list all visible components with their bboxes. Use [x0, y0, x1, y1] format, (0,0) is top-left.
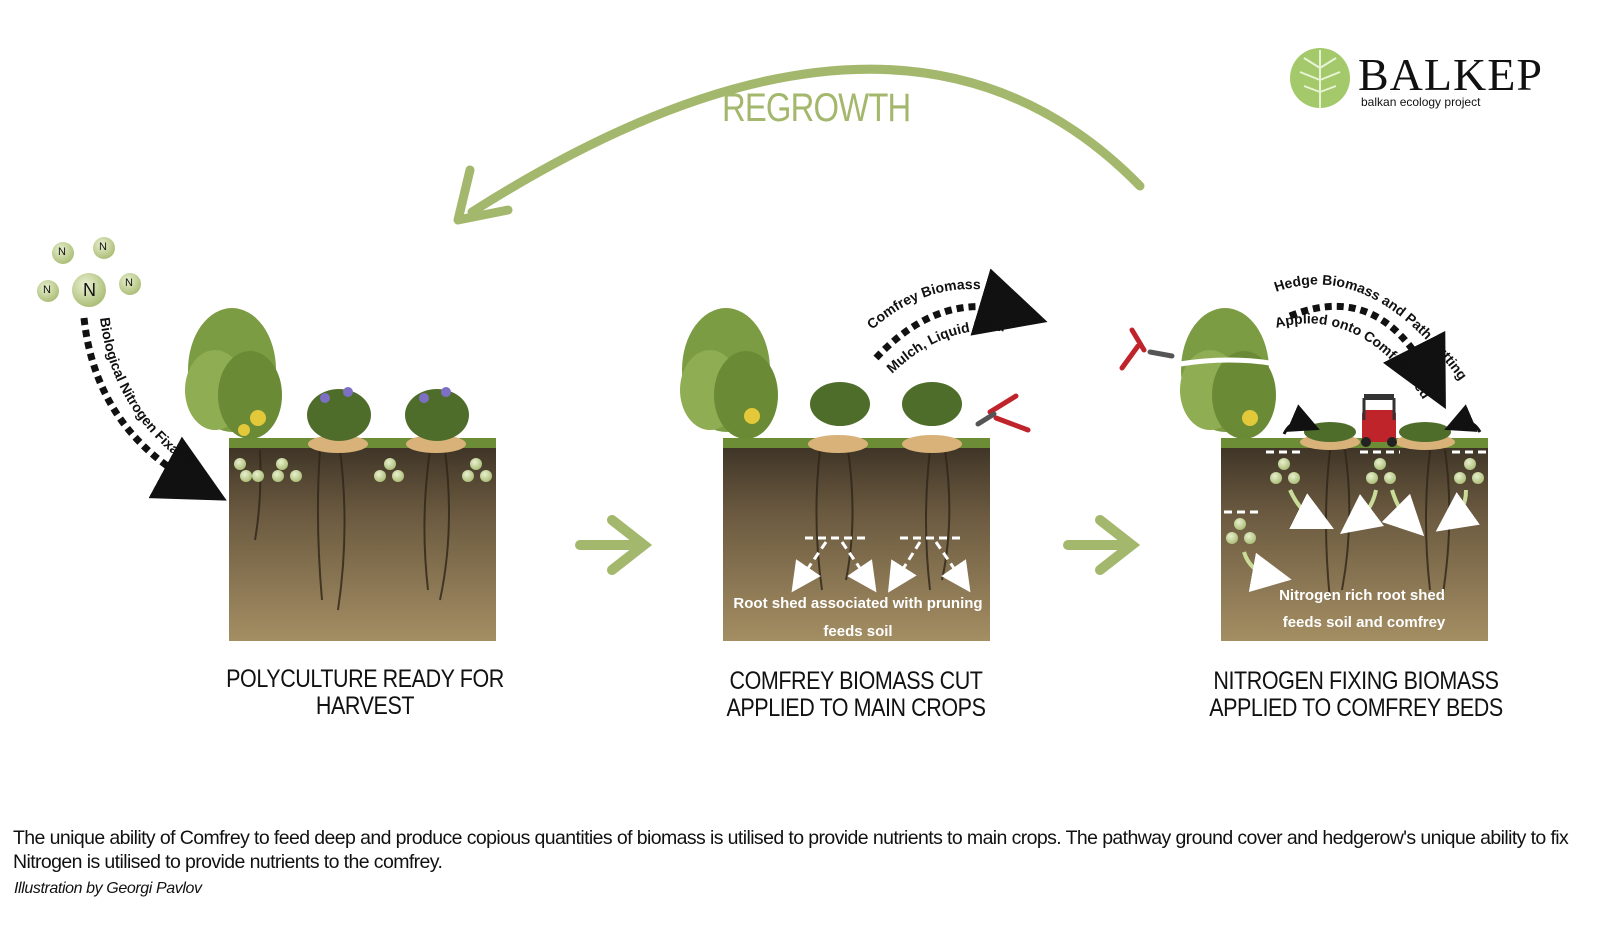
pruner-icon-2: [975, 393, 1031, 433]
stage-3-title: NITROGEN FIXING BIOMASS APPLIED TO COMFR…: [1209, 667, 1503, 722]
regrowth-arc: [467, 64, 1145, 217]
mulch-label: Mulch, Liquid Fert.: [883, 317, 1006, 376]
logo-leaf-icon: [1290, 48, 1350, 108]
logo-subtitle: balkan ecology project: [1361, 95, 1481, 109]
regrowth-label: REGROWTH: [722, 86, 911, 130]
nitrogen-atoms: [37, 237, 141, 307]
stage-3-soil-label-2: feeds soil and comfrey: [1283, 614, 1446, 631]
stage-1-title: POLYCULTURE READY FOR HARVEST: [226, 665, 504, 720]
hedge-tree-2: [680, 308, 778, 439]
pruner-icon-3: [1119, 327, 1175, 371]
stage-1-illustration: [185, 308, 496, 641]
transition-arrow-1: [575, 515, 653, 575]
illustration-credit: Illustration by Georgi Pavlov: [14, 880, 202, 897]
nitrogen-atom-label: N: [43, 284, 51, 296]
regrowth-arrowhead: [453, 165, 513, 225]
transition-arrow-2: [1063, 515, 1141, 575]
nitrogen-atom-label: N: [58, 246, 66, 258]
nitrogen-fixation-arrow: [80, 317, 227, 501]
svg-text:Mulch, Liquid Fert.: Mulch, Liquid Fert.: [883, 317, 1006, 376]
caption: The unique ability of Comfrey to feed de…: [13, 827, 1569, 873]
nitrogen-atom-label: N: [99, 241, 107, 253]
stage-3-soil-label-1: Nitrogen rich root shed: [1279, 587, 1445, 604]
stage-2-illustration: Root shed associated with pruning feeds …: [680, 268, 1048, 641]
comfrey-biomass-arrow: [873, 268, 1048, 361]
hedge-tree-1: [185, 308, 282, 439]
lawnmower-icon: [1361, 394, 1397, 447]
hedge-biomass-arrow: [1288, 302, 1446, 410]
nitrogen-atom-label: N: [125, 277, 133, 289]
stage-2-title: COMFREY BIOMASS CUT APPLIED TO MAIN CROP…: [726, 667, 986, 722]
logo-name: BALKEP: [1358, 49, 1543, 100]
nitrogen-atom-label-large: N: [83, 280, 96, 300]
stage-2-soil-label-1: Root shed associated with pruning: [733, 595, 982, 612]
stage-2-soil-label-2: feeds soil: [823, 623, 892, 640]
hedge-tree-3: [1180, 308, 1276, 439]
